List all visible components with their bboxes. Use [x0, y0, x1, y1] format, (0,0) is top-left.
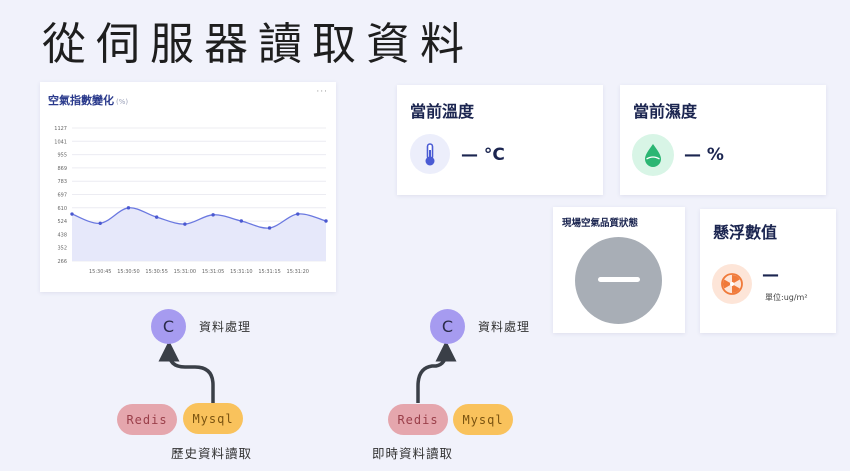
chart-menu-icon[interactable]: ···	[316, 87, 328, 97]
particulate-title: 懸浮數值	[713, 223, 778, 242]
x-tick-label: 15:31:10	[230, 269, 252, 275]
y-tick-label: 352	[57, 246, 67, 252]
data-point	[211, 213, 215, 217]
air-quality-title: 現場空氣品質狀態	[562, 218, 639, 229]
right-process-label: 資料處理	[478, 320, 531, 334]
y-tick-label: 697	[57, 193, 67, 199]
data-point	[70, 212, 74, 216]
y-tick-label: 869	[57, 166, 67, 172]
chart-title-text: 空氣指數變化	[48, 94, 114, 107]
right-flow-arrow	[416, 340, 457, 403]
temperature-value: — °C	[461, 145, 505, 165]
data-point	[267, 226, 272, 230]
particulate-card: 懸浮數值 — 單位:ug/m²	[700, 209, 836, 333]
air-quality-status-indicator	[575, 237, 662, 324]
data-point	[183, 222, 187, 226]
x-tick-label: 15:31:20	[287, 269, 309, 275]
x-tick-label: 15:31:05	[202, 269, 224, 275]
data-point	[154, 215, 159, 219]
data-point	[239, 219, 244, 223]
y-tick-label: 524	[57, 219, 67, 225]
y-tick-label: 955	[57, 153, 67, 159]
air-index-chart-card: 1127 1041 955 869 783 697 610 524 438 352 266 15:30…	[40, 82, 336, 292]
particulate-value: —	[762, 265, 779, 285]
y-tick-label: 1041	[54, 139, 67, 145]
left-process-node: C	[151, 309, 186, 344]
chart-unit: (%)	[116, 98, 129, 106]
data-point	[324, 219, 328, 223]
particulate-unit: 單位:ug/m²	[765, 293, 808, 302]
chart-title: 空氣指數變化(%)	[48, 92, 128, 108]
left-process-label: 資料處理	[199, 320, 252, 334]
water-drop-icon	[632, 134, 674, 176]
y-tick-label: 1127	[54, 126, 67, 132]
humidity-title: 當前濕度	[633, 102, 698, 121]
humidity-value: — %	[684, 145, 724, 165]
x-tick-label: 15:30:50	[117, 269, 139, 275]
temperature-title: 當前溫度	[410, 102, 475, 121]
data-point	[126, 206, 131, 210]
y-tick-label: 266	[57, 259, 67, 265]
realtime-read-label: 即時資料讀取	[372, 446, 454, 461]
right-process-node: C	[430, 309, 465, 344]
page-title: 從伺服器讀取資料	[42, 19, 474, 70]
x-tick-label: 15:30:45	[89, 269, 111, 275]
status-bar	[598, 277, 640, 282]
x-tick-label: 15:31:15	[258, 269, 280, 275]
humidity-card: 當前濕度 — %	[620, 85, 826, 195]
left-flow-arrow	[158, 340, 215, 403]
y-tick-label: 783	[57, 179, 67, 185]
y-tick-label: 610	[57, 206, 67, 212]
right-redis-pill: Redis	[388, 404, 448, 435]
left-redis-pill: Redis	[117, 404, 177, 435]
data-point	[98, 221, 102, 226]
x-tick-label: 15:30:55	[145, 269, 167, 275]
fan-icon	[712, 264, 752, 304]
data-point	[296, 212, 300, 216]
series-line	[71, 207, 327, 229]
thermometer-icon	[410, 134, 450, 174]
right-mysql-pill: Mysql	[453, 404, 513, 435]
history-read-label: 歷史資料讀取	[171, 446, 253, 461]
air-index-chart: 1127 1041 955 869 783 697 610 524 438 352 266 15:30…	[54, 126, 328, 275]
air-quality-card: 現場空氣品質狀態	[553, 207, 685, 333]
y-tick-label: 438	[57, 232, 67, 238]
x-tick-label: 15:31:00	[174, 269, 196, 275]
temperature-card: 當前溫度 — °C	[397, 85, 603, 195]
left-mysql-pill: Mysql	[183, 403, 243, 434]
series-area	[72, 207, 326, 261]
